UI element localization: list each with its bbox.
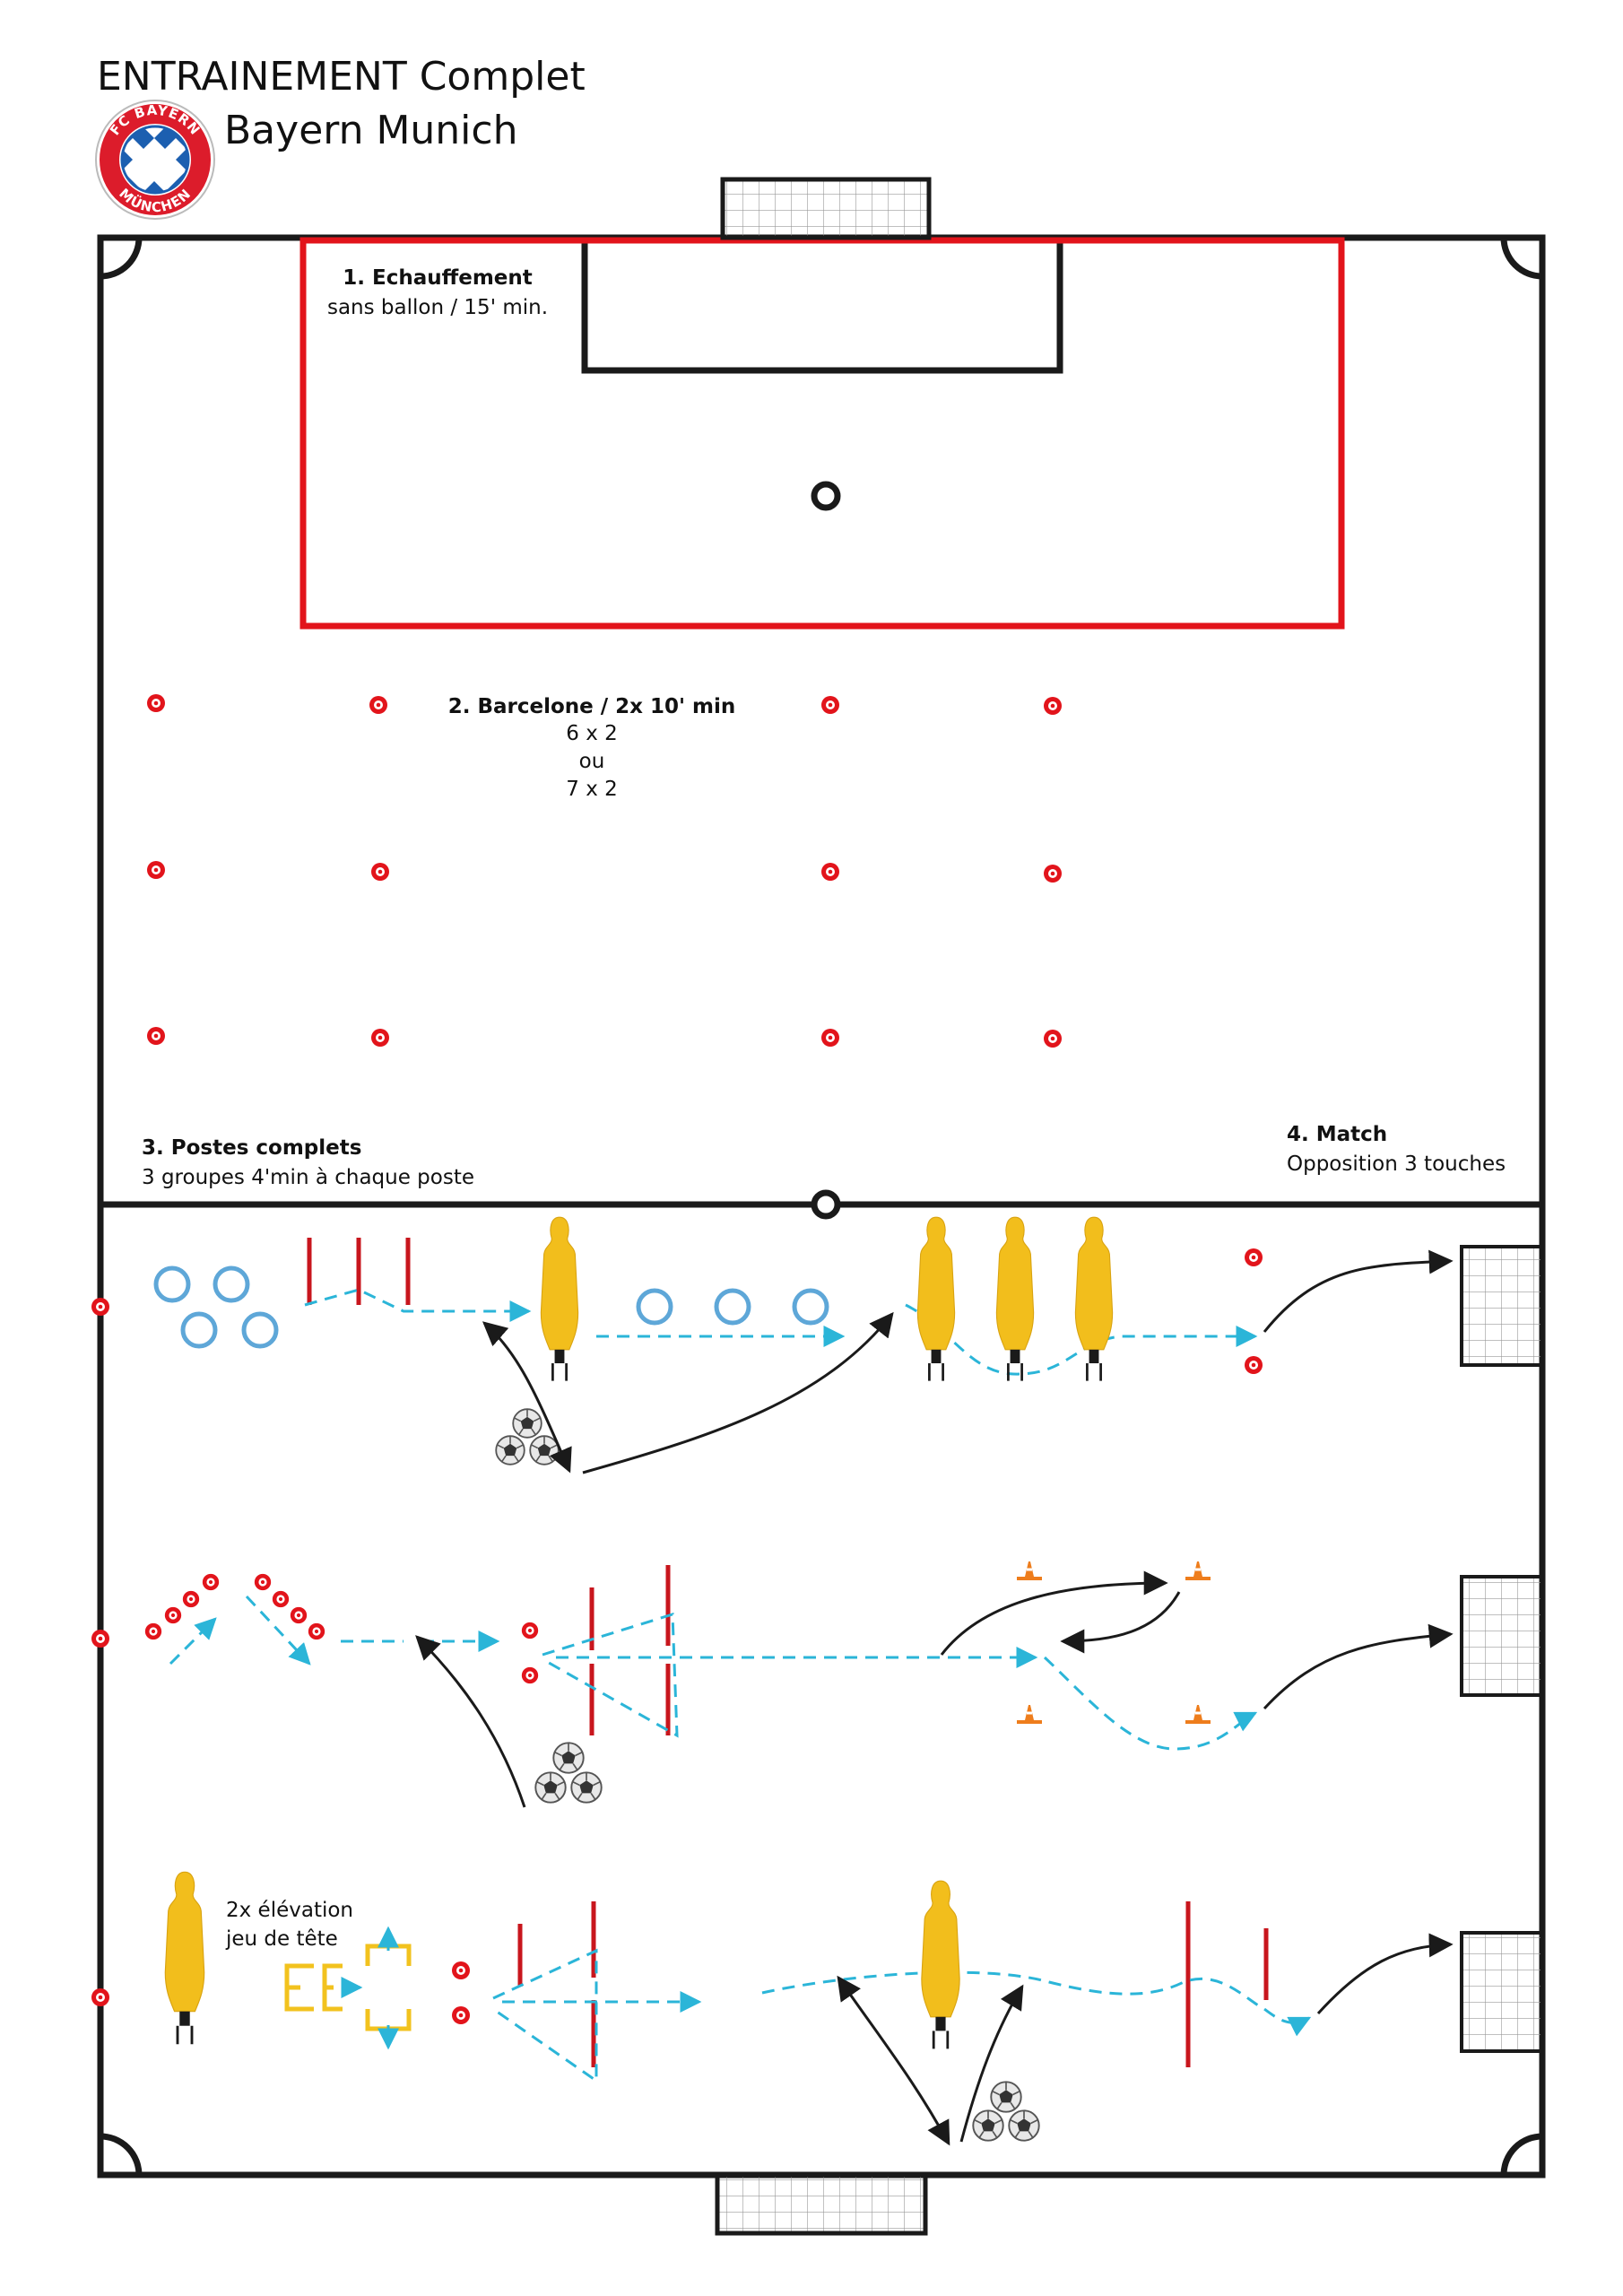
cone-icon	[202, 1573, 220, 1591]
mannequin-icon	[540, 1215, 579, 1382]
mannequin-icon	[995, 1215, 1035, 1382]
cone-icon	[821, 1029, 839, 1047]
cone-icon	[91, 1988, 109, 2006]
cone-icon	[144, 1622, 162, 1640]
page-title-line2: Bayern Munich	[224, 108, 518, 153]
barcelone-cone-grid	[147, 694, 1062, 1048]
cone-icon	[452, 2006, 470, 2024]
goal-icon	[1460, 1245, 1544, 1367]
hoop-icon	[213, 1265, 250, 1303]
row-3-drill	[163, 1870, 1544, 2146]
cone-icon	[521, 1666, 539, 1684]
goal-icon	[715, 2172, 928, 2236]
cone-icon	[147, 861, 165, 879]
cone-icon	[1044, 865, 1062, 883]
cone-icon	[371, 863, 389, 881]
cone-icon	[272, 1590, 290, 1608]
station-1-subtitle: sans ballon / 15' min.	[327, 296, 548, 319]
station-3-title: 3. Postes complets	[142, 1136, 361, 1160]
station-2-line3: ou	[579, 750, 605, 773]
cone-icon	[452, 1961, 470, 1979]
orange-cone-icon	[1184, 1560, 1212, 1582]
cone-icon	[91, 1298, 109, 1316]
cone-icon	[308, 1622, 325, 1640]
station-3-subtitle: 3 groupes 4'min à chaque poste	[142, 1166, 474, 1189]
station-2-line2: 6 x 2	[566, 722, 618, 745]
penalty-spot	[811, 481, 841, 511]
goal-area	[581, 234, 1063, 374]
station-2-line4: 7 x 2	[566, 778, 618, 801]
station-4-subtitle: Opposition 3 touches	[1287, 1152, 1506, 1176]
ball-pile-icon	[495, 1408, 560, 1465]
cone-icon	[254, 1573, 272, 1591]
hoop-icon	[714, 1288, 751, 1326]
mannequin-icon	[916, 1215, 956, 1382]
note-line2: jeu de tête	[225, 1927, 338, 1951]
note-line1: 2x élévation	[226, 1899, 353, 1922]
row-1-drill	[153, 1215, 1544, 1474]
corner-arc-tr	[1500, 237, 1543, 280]
ball-pile-icon	[534, 1742, 603, 1804]
mannequin-icon	[920, 1879, 961, 2050]
cone-icon	[1044, 1030, 1062, 1048]
cone-icon	[1245, 1356, 1263, 1374]
cone-icon	[91, 1630, 109, 1648]
cone-icon	[1044, 697, 1062, 715]
hoop-icon	[153, 1265, 191, 1303]
cone-icon	[521, 1622, 539, 1639]
cone-icon	[182, 1590, 200, 1608]
corner-arc-bl	[100, 2133, 143, 2176]
cone-icon	[371, 1029, 389, 1047]
cone-icon	[369, 696, 387, 714]
cone-icon	[147, 1027, 165, 1045]
corner-arc-tl	[100, 237, 143, 280]
hoop-icon	[636, 1288, 673, 1326]
row-2-drill	[144, 1560, 1544, 1808]
ball-pile-icon	[972, 2081, 1040, 2142]
orange-cone-icon	[1015, 1560, 1044, 1582]
goal-icon	[1460, 1931, 1544, 2053]
goal-icon	[720, 177, 932, 240]
corner-arc-br	[1500, 2133, 1543, 2176]
station-2-title: 2. Barcelone / 2x 10' min	[448, 695, 736, 718]
station-4-title: 4. Match	[1287, 1123, 1387, 1146]
crest-logo: FC BAYERN MÜNCHEN	[95, 100, 215, 220]
centre-spot	[811, 1189, 841, 1220]
cone-icon	[1245, 1248, 1263, 1266]
mannequin-icon	[163, 1870, 206, 2046]
page-title-line1: ENTRAINEMENT Complet	[97, 54, 586, 100]
field	[97, 234, 1546, 2179]
orange-cone-icon	[1184, 1703, 1212, 1726]
orange-cone-icon	[1015, 1703, 1044, 1726]
cone-icon	[290, 1606, 308, 1624]
hoop-icon	[241, 1311, 279, 1349]
warmup-zone	[299, 237, 1345, 630]
hoop-icon	[180, 1311, 218, 1349]
cone-icon	[821, 863, 839, 881]
station-1-title: 1. Echauffement	[343, 266, 533, 290]
crest-diamond-pattern-icon	[120, 125, 190, 195]
goal-icon	[1460, 1575, 1544, 1697]
hoop-icon	[792, 1288, 829, 1326]
cone-icon	[147, 694, 165, 712]
cone-icon	[821, 696, 839, 714]
cone-icon	[164, 1606, 182, 1624]
mannequin-icon	[1074, 1215, 1114, 1382]
